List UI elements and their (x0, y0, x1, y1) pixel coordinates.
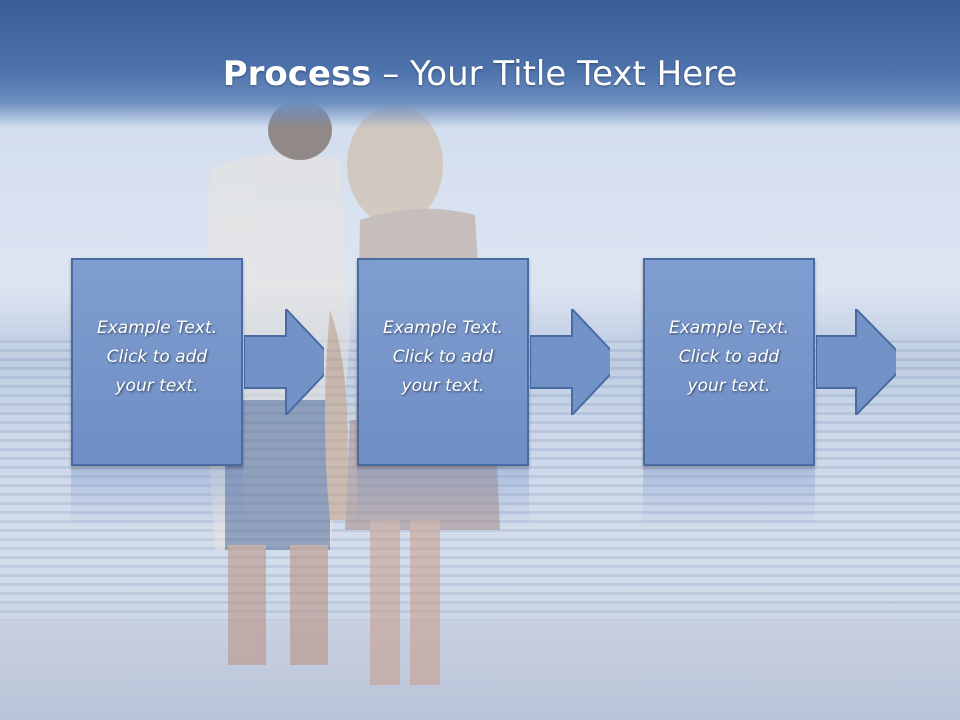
process-step-3[interactable]: Example Text. Click to add your text. (643, 258, 815, 466)
arrow-right-icon (530, 309, 610, 415)
title-banner (0, 0, 960, 128)
process-step-1[interactable]: Example Text. Click to add your text. (71, 258, 243, 466)
arrow-right-icon (244, 309, 324, 415)
page-title[interactable]: Process – Your Title Text Here (0, 52, 960, 96)
step-reflection (643, 468, 815, 528)
step-reflection (357, 468, 529, 528)
step-reflection (71, 468, 243, 528)
arrow-right-icon (816, 309, 896, 415)
process-step-2[interactable]: Example Text. Click to add your text. (357, 258, 529, 466)
step-text[interactable]: Example Text. Click to add your text. (382, 318, 504, 396)
step-text[interactable]: Example Text. Click to add your text. (96, 318, 218, 396)
title-rest: – Your Title Text Here (371, 54, 738, 94)
sand-background (0, 620, 960, 720)
title-bold: Process (222, 54, 372, 94)
step-text[interactable]: Example Text. Click to add your text. (668, 318, 790, 396)
